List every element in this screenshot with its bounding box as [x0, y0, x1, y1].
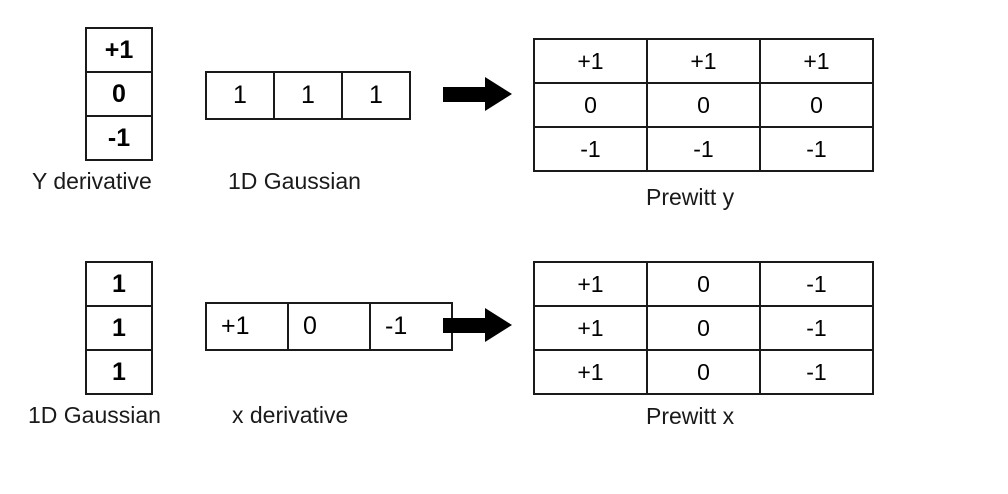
prewitt-y-matrix: +1 +1 +1 0 0 0 -1 -1 -1 — [533, 38, 874, 172]
cell-value: +1 — [533, 38, 648, 84]
cell-value: -1 — [646, 126, 761, 172]
cell-value: 0 — [646, 349, 761, 395]
prewitt-x-matrix: +1 0 -1 +1 0 -1 +1 0 -1 — [533, 261, 874, 395]
cell-value: 0 — [533, 82, 648, 128]
cell-value: 0 — [646, 261, 761, 307]
table-row: +1 +1 +1 — [533, 38, 874, 84]
table-row: 0 — [85, 71, 153, 117]
cell-value: -1 — [759, 261, 874, 307]
cell-value: -1 — [759, 349, 874, 395]
cell-value: 1 — [205, 71, 275, 120]
cell-value: -1 — [369, 302, 453, 351]
arrow-shaft — [443, 318, 487, 333]
gaussian-1d-kernel-column: 1 1 1 — [85, 261, 153, 395]
cell-value: -1 — [533, 126, 648, 172]
cell-value: +1 — [85, 27, 153, 73]
cell-value: -1 — [759, 305, 874, 351]
arrow-head — [485, 77, 512, 111]
arrow-right-icon — [443, 308, 515, 342]
y-derivative-kernel: +1 0 -1 — [85, 27, 153, 161]
table-row: -1 — [85, 115, 153, 161]
table-row: 1 — [85, 261, 153, 307]
cell-value: 1 — [341, 71, 411, 120]
cell-value: 1 — [85, 261, 153, 307]
x-derivative-caption: x derivative — [232, 402, 349, 428]
cell-value: 0 — [646, 305, 761, 351]
cell-value: +1 — [205, 302, 289, 351]
table-row: -1 -1 -1 — [533, 126, 874, 172]
cell-value: 0 — [759, 82, 874, 128]
cell-value: 0 — [287, 302, 371, 351]
table-row: 1 1 1 — [205, 71, 411, 120]
arrow-head — [485, 308, 512, 342]
arrow-right-icon — [443, 77, 515, 111]
table-row: 0 0 0 — [533, 82, 874, 128]
cell-value: -1 — [85, 115, 153, 161]
gaussian-1d-caption-top: 1D Gaussian — [228, 168, 361, 194]
table-row: +1 0 -1 — [533, 305, 874, 351]
cell-value: 1 — [273, 71, 343, 120]
table-row: +1 0 -1 — [533, 349, 874, 395]
table-row: 1 — [85, 305, 153, 351]
cell-value: -1 — [759, 126, 874, 172]
x-derivative-kernel: +1 0 -1 — [205, 302, 453, 351]
table-row: 1 — [85, 349, 153, 395]
cell-value: 1 — [85, 305, 153, 351]
table-row: +1 0 -1 — [205, 302, 453, 351]
prewitt-x-caption: Prewitt x — [646, 403, 735, 429]
prewitt-y-caption: Prewitt y — [646, 184, 735, 210]
table-row: +1 — [85, 27, 153, 73]
cell-value: +1 — [533, 305, 648, 351]
cell-value: +1 — [646, 38, 761, 84]
arrow-shaft — [443, 87, 487, 102]
y-derivative-caption: Y derivative — [32, 168, 152, 194]
gaussian-1d-caption-bottom: 1D Gaussian — [28, 402, 161, 428]
cell-value: 0 — [85, 71, 153, 117]
cell-value: +1 — [759, 38, 874, 84]
gaussian-1d-kernel-row: 1 1 1 — [205, 71, 411, 120]
cell-value: +1 — [533, 261, 648, 307]
cell-value: +1 — [533, 349, 648, 395]
cell-value: 1 — [85, 349, 153, 395]
table-row: +1 0 -1 — [533, 261, 874, 307]
cell-value: 0 — [646, 82, 761, 128]
